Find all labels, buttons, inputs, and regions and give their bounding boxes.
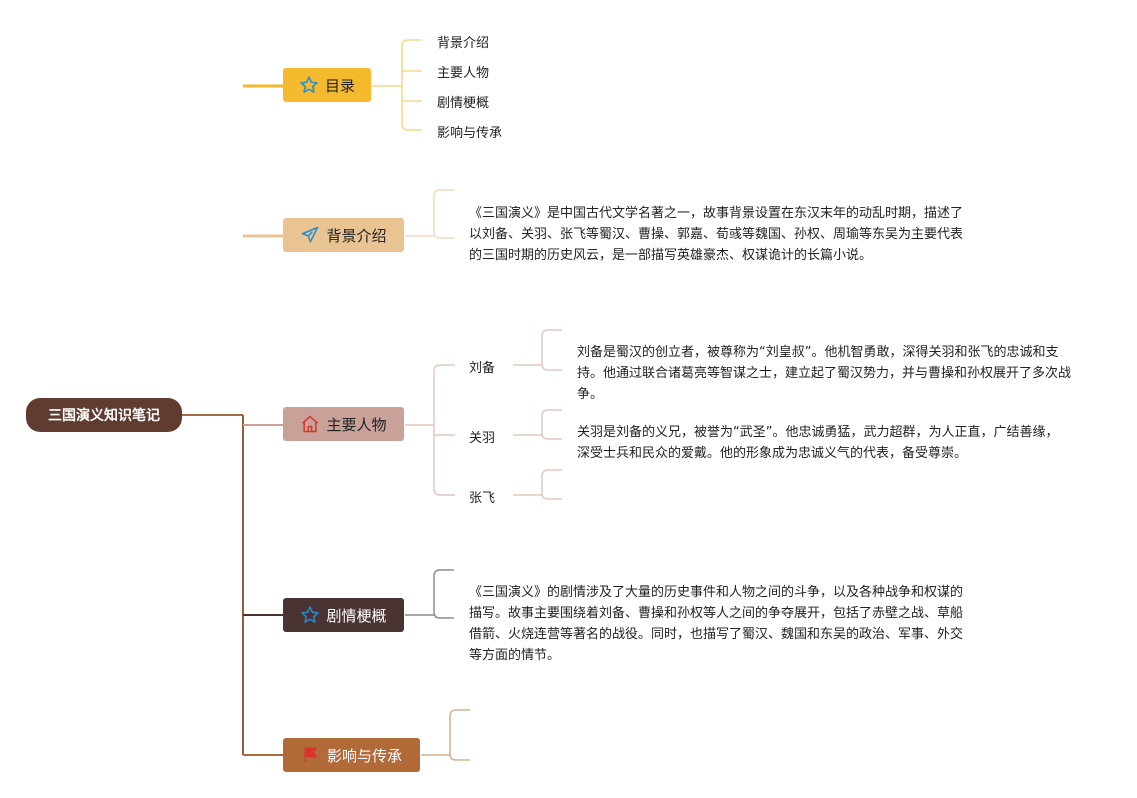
topic-juqing[interactable]: 剧情梗概 — [283, 598, 404, 632]
root-label: 三国演义知识笔记 — [48, 408, 160, 424]
character-name[interactable]: 张飞 — [469, 491, 496, 506]
paper-plane-icon — [300, 225, 320, 245]
character-name[interactable]: 关羽 — [469, 431, 496, 446]
topic-mulu[interactable]: 目录 — [283, 68, 371, 102]
flag-icon — [301, 745, 321, 765]
toc-item[interactable]: 影响与传承 — [437, 126, 503, 141]
star-icon — [300, 605, 320, 625]
toc-item[interactable]: 剧情梗概 — [437, 96, 490, 111]
topic-renwu-label: 主要人物 — [326, 415, 387, 434]
character-text: 关羽是刘备的义兄，被誉为“武圣”。他忠诚勇猛，武力超群，为人正直，广结善缘，深受… — [577, 425, 1059, 461]
character-text: 刘备是蜀汉的创立者，被尊称为“刘皇叔”。他机智勇敢，深得关羽和张飞的忠诚和支持。… — [577, 345, 1072, 402]
house-icon — [300, 414, 320, 434]
topic-mulu-label: 目录 — [324, 76, 355, 95]
topic-juqing-label: 剧情梗概 — [326, 606, 387, 625]
topic-renwu[interactable]: 主要人物 — [283, 407, 404, 441]
beijing-text: 《三国演义》是中国古代文学名著之一，故事背景设置在东汉末年的动乱时期，描述了以刘… — [469, 206, 964, 263]
root-topic[interactable]: 三国演义知识笔记 — [26, 398, 182, 432]
topic-beijing-label: 背景介绍 — [326, 226, 387, 245]
topic-yingxiang-label: 影响与传承 — [326, 746, 402, 765]
toc-item[interactable]: 主要人物 — [437, 66, 490, 81]
toc-item[interactable]: 背景介绍 — [437, 36, 490, 51]
topic-beijing[interactable]: 背景介绍 — [283, 218, 404, 252]
topic-yingxiang[interactable]: 影响与传承 — [283, 738, 420, 772]
star-icon — [299, 75, 319, 95]
character-name[interactable]: 刘备 — [469, 361, 496, 376]
juqing-text: 《三国演义》的剧情涉及了大量的历史事件和人物之间的斗争，以及各种战争和权谋的描写… — [469, 585, 964, 663]
